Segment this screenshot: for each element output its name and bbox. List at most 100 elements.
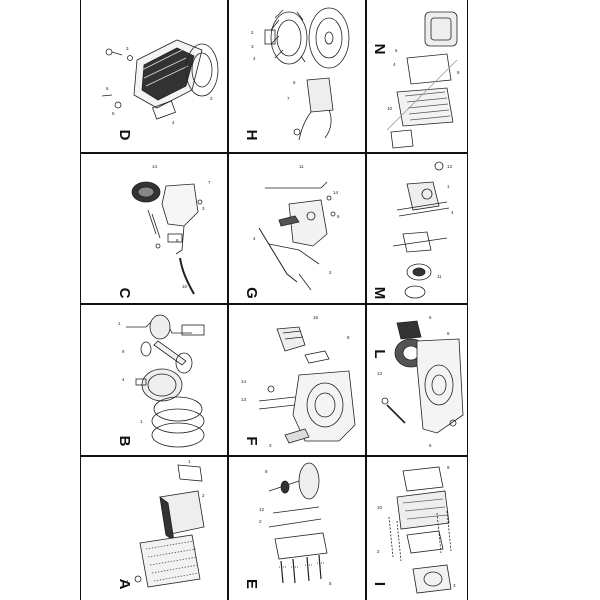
svg-text:8: 8 — [265, 469, 268, 474]
svg-text:3: 3 — [126, 46, 129, 51]
svg-text:8: 8 — [347, 335, 350, 340]
crankshaft-piston-diagram: 1 9 4 1 — [118, 314, 205, 448]
part-callouts: 1 2 4 — [126, 459, 205, 584]
svg-text:4: 4 — [451, 210, 454, 215]
svg-text:5: 5 — [429, 315, 432, 320]
svg-text:7: 7 — [287, 96, 290, 101]
svg-text:4: 4 — [122, 377, 125, 382]
svg-text:14: 14 — [241, 379, 247, 384]
panel-label: F — [243, 436, 260, 446]
panel-m: 13 1 4 11 M — [367, 154, 467, 303]
svg-text:4: 4 — [172, 120, 175, 125]
svg-text:1: 1 — [118, 321, 121, 326]
panel-label: B — [116, 435, 133, 447]
cylinder-head-diagram: 9 10 2 3 — [377, 465, 456, 594]
svg-text:4: 4 — [253, 56, 256, 61]
svg-text:3: 3 — [251, 44, 254, 49]
svg-text:2: 2 — [259, 519, 262, 524]
panel-label: H — [243, 129, 260, 141]
column-divider — [365, 0, 367, 600]
row-divider — [80, 152, 468, 154]
svg-text:9: 9 — [122, 349, 125, 354]
panel-label: C — [116, 287, 133, 299]
part-callouts: 9 10 2 3 — [377, 465, 456, 588]
svg-text:8: 8 — [176, 238, 179, 243]
panel-d: 3 6 5 4 2 D — [82, 0, 227, 152]
svg-text:2: 2 — [251, 30, 254, 35]
panel-label: M — [371, 286, 388, 300]
muffler-diagram: 1 2 4 — [126, 459, 205, 588]
row-divider — [80, 303, 468, 305]
crankcase-diagram: 5 6 13 5 — [377, 315, 464, 448]
parts-sheet — [80, 0, 468, 600]
panel-e: 8 12 2 5 E — [229, 457, 365, 600]
svg-text:2: 2 — [377, 549, 380, 554]
svg-text:13: 13 — [447, 164, 453, 169]
panel-label: A — [116, 578, 133, 590]
part-callouts: 2 3 4 6 7 — [251, 30, 296, 101]
svg-text:10: 10 — [387, 106, 393, 111]
svg-text:14: 14 — [333, 190, 339, 195]
svg-text:16: 16 — [313, 315, 319, 320]
panel-label: E — [243, 578, 260, 589]
svg-text:1: 1 — [447, 184, 450, 189]
svg-text:11: 11 — [437, 274, 442, 279]
fuel-tank-bracket-diagram: 147 38 10 — [131, 164, 211, 295]
svg-text:5: 5 — [429, 443, 432, 448]
svg-text:5: 5 — [395, 48, 398, 53]
panel-label: G — [243, 287, 260, 299]
svg-text:4: 4 — [253, 236, 256, 241]
air-filter-diagram: 5 4 8 10 — [386, 11, 460, 149]
svg-text:5: 5 — [112, 111, 115, 116]
svg-text:13: 13 — [241, 397, 247, 402]
panel-b: 1 9 4 1 B — [82, 305, 227, 455]
svg-text:6: 6 — [293, 80, 296, 85]
svg-text:9: 9 — [447, 465, 450, 470]
svg-text:10: 10 — [377, 505, 383, 510]
svg-text:3: 3 — [269, 443, 272, 448]
svg-text:6: 6 — [447, 331, 450, 336]
panel-i: 9 10 2 3 I — [367, 457, 467, 600]
panel-l: 5 6 13 5 L — [367, 305, 467, 455]
part-callouts: 16 8 14 13 3 — [241, 315, 350, 448]
panel-label: N — [371, 43, 388, 55]
panel-label: D — [116, 129, 133, 141]
svg-text:2: 2 — [210, 96, 213, 101]
svg-text:2: 2 — [202, 493, 205, 498]
svg-text:5: 5 — [329, 581, 332, 586]
part-callouts: 13 1 4 11 — [437, 164, 454, 279]
svg-text:1: 1 — [188, 459, 191, 464]
svg-text:12: 12 — [259, 507, 265, 512]
svg-text:11: 11 — [299, 164, 304, 169]
panel-n: 5 4 8 10 N — [367, 0, 467, 152]
row-divider — [80, 455, 468, 457]
crankcase-cover-diagram: 16 8 14 13 3 — [241, 315, 356, 448]
carburetor-diagram: 13 1 4 11 — [392, 161, 454, 299]
panel-a: 1 2 4 A — [82, 457, 227, 600]
part-callouts: 3 6 5 4 2 — [106, 46, 213, 125]
svg-text:4: 4 — [126, 579, 129, 584]
panel-h: 2 3 4 6 7 H — [229, 0, 365, 152]
part-callouts: 8 12 2 5 — [259, 469, 332, 586]
panel-label: I — [371, 581, 388, 587]
svg-text:13: 13 — [377, 371, 383, 376]
svg-text:6: 6 — [106, 86, 109, 91]
flywheel-ignition-diagram: 2 3 4 6 7 — [251, 7, 350, 141]
part-callouts: 5 6 13 5 — [377, 315, 450, 448]
svg-text:2: 2 — [329, 270, 332, 275]
camshaft-valve-diagram: 8 12 2 5 — [259, 462, 332, 586]
svg-text:8: 8 — [457, 70, 460, 75]
svg-text:3: 3 — [202, 206, 205, 211]
recoil-starter-diagram: 3 6 5 4 2 — [101, 39, 219, 125]
panel-label: L — [371, 349, 388, 359]
part-callouts: 147 38 10 — [152, 164, 211, 289]
svg-text:3: 3 — [453, 583, 456, 588]
svg-text:1: 1 — [140, 419, 143, 424]
part-callouts: 5 4 8 10 — [387, 48, 460, 111]
svg-text:10: 10 — [182, 284, 188, 289]
svg-text:4: 4 — [393, 62, 396, 67]
